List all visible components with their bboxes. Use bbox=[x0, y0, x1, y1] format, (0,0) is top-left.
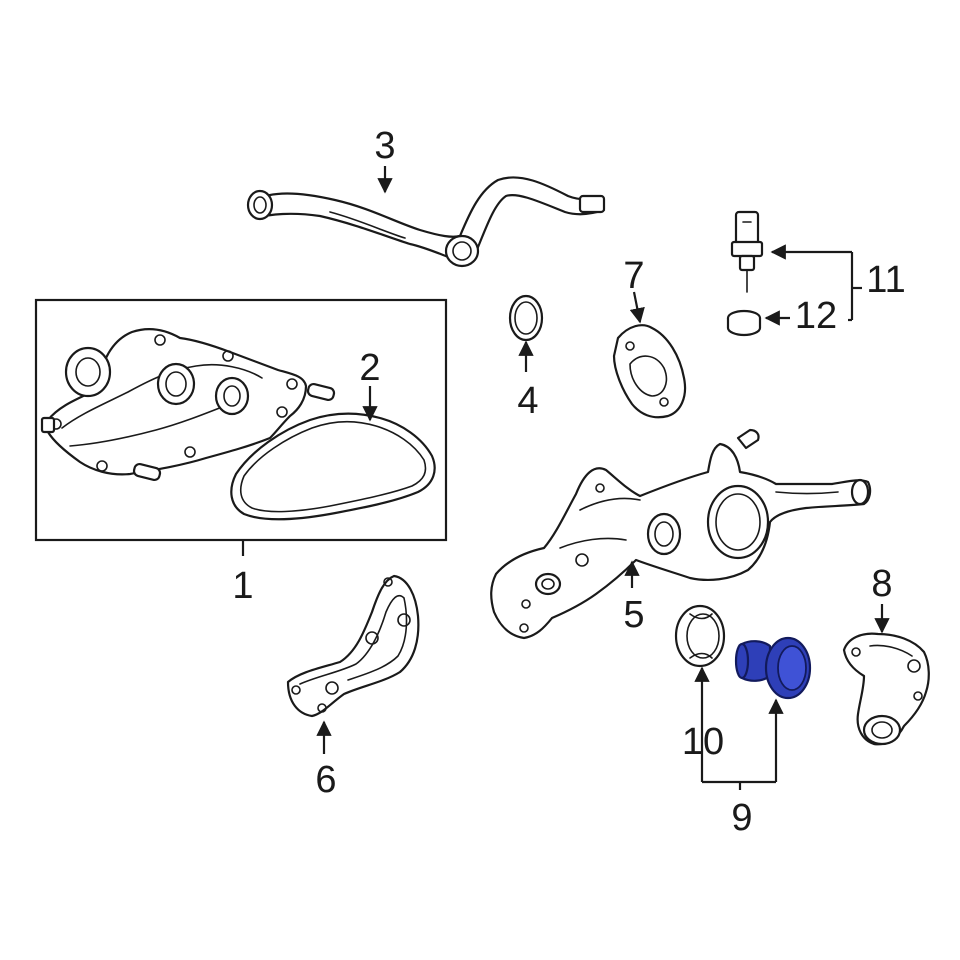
callout-bracket-11-12 bbox=[770, 244, 862, 322]
callout-2: 2 bbox=[359, 347, 380, 389]
callout-4: 4 bbox=[517, 380, 538, 422]
temperature-sensor-part-11[interactable] bbox=[730, 210, 764, 293]
water-outlet-housing-part-5[interactable] bbox=[490, 428, 872, 640]
callout-8: 8 bbox=[871, 563, 892, 605]
callout-11: 11 bbox=[866, 259, 905, 301]
coolant-hose-part-3[interactable] bbox=[246, 176, 606, 268]
thermostat-gasket-part-10[interactable] bbox=[674, 604, 726, 668]
gasket-part-7[interactable] bbox=[612, 324, 687, 419]
water-pump-part-1[interactable] bbox=[40, 328, 308, 476]
water-inlet-part-8[interactable] bbox=[842, 632, 930, 746]
gasket-part-6[interactable] bbox=[286, 574, 420, 718]
o-ring-part-4[interactable] bbox=[508, 294, 544, 342]
leader-lines bbox=[241, 166, 890, 790]
callout-5: 5 bbox=[623, 594, 644, 636]
callout-9: 9 bbox=[731, 797, 752, 839]
part-group-box bbox=[34, 298, 448, 542]
callout-10: 10 bbox=[682, 721, 724, 763]
thermostat-part-9-highlighted[interactable] bbox=[734, 636, 812, 700]
dowel-pin-lower[interactable] bbox=[132, 462, 162, 482]
pump-gasket-part-2[interactable] bbox=[230, 412, 436, 521]
dowel-pin-upper[interactable] bbox=[306, 382, 336, 402]
callout-12: 12 bbox=[795, 295, 837, 337]
washer-part-12[interactable] bbox=[726, 309, 762, 337]
callout-3: 3 bbox=[374, 125, 395, 167]
callout-7: 7 bbox=[623, 255, 644, 297]
callout-1: 1 bbox=[232, 565, 253, 607]
callout-6: 6 bbox=[315, 759, 336, 801]
